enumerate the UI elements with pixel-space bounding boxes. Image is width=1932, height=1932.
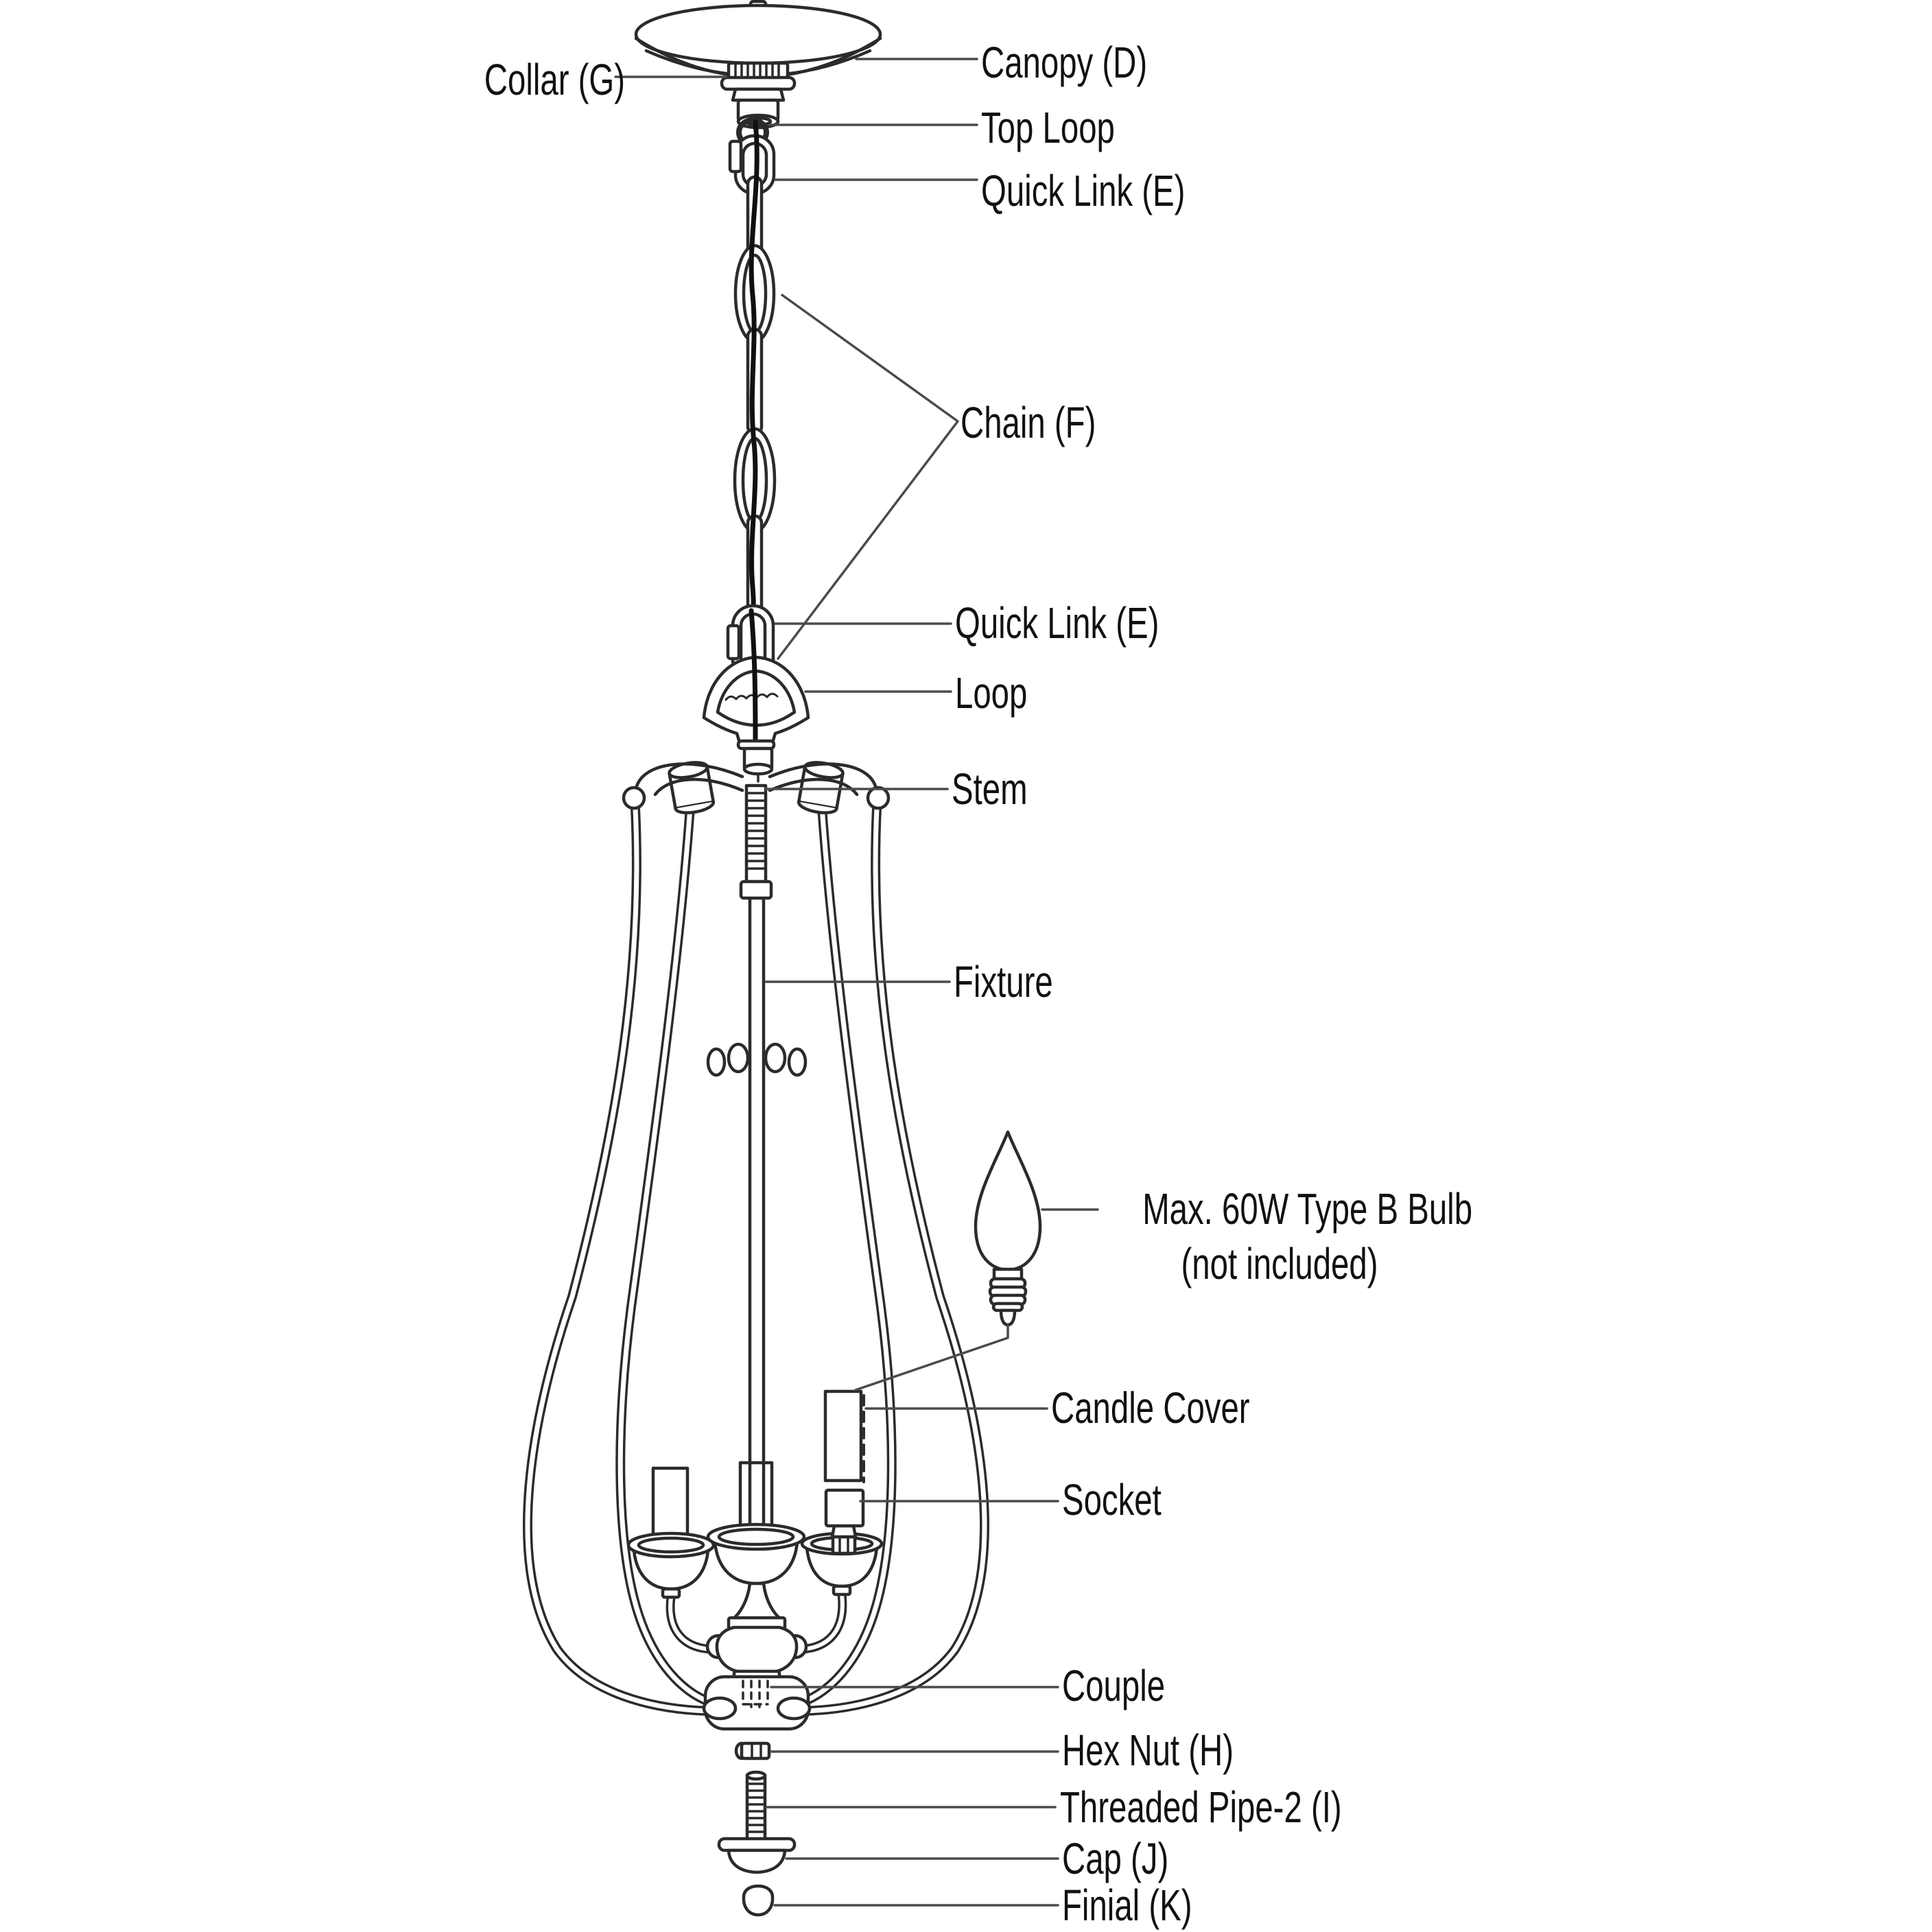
hex-nut-drawing [734, 1741, 771, 1760]
candle-cover-part [823, 1389, 863, 1483]
left-candle-assembly [626, 1466, 720, 1654]
fixture-cage-arms [522, 802, 990, 1716]
label-quick-link-lower: Quick Link (E) [955, 598, 1159, 648]
label-bulb-line1: Max. 60W Type B Bulb [1142, 1184, 1473, 1234]
collar-drawing [720, 61, 797, 130]
label-top-loop: Top Loop [981, 103, 1115, 152]
label-socket: Socket [1062, 1475, 1162, 1524]
label-cap: Cap (J) [1062, 1834, 1169, 1883]
socket-part [824, 1488, 865, 1528]
center-candle-and-pipe [706, 896, 806, 1631]
leader-chain-fork [777, 294, 959, 660]
electrical-wire [749, 119, 759, 672]
label-stem: Stem [952, 764, 1028, 814]
label-collar: Collar (G) [484, 55, 626, 104]
label-hex-nut: Hex Nut (H) [1062, 1725, 1234, 1775]
label-threaded-pipe: Threaded Pipe-2 (I) [1060, 1782, 1342, 1832]
leader-lines [614, 58, 1099, 1907]
loop-drawing [702, 608, 810, 776]
chain-drawing [733, 175, 777, 621]
label-finial: Finial (K) [1062, 1881, 1192, 1930]
label-chain: Chain (F) [961, 398, 1096, 447]
right-candle-assembly [792, 1389, 884, 1654]
fixture-crown [622, 761, 891, 1077]
label-canopy: Canopy (D) [981, 38, 1148, 87]
threaded-pipe-drawing [745, 1770, 767, 1848]
bulb-drawing [974, 1130, 1042, 1327]
label-loop: Loop [955, 668, 1028, 718]
leader-bulb-to-cover [854, 1323, 1009, 1391]
couple-drawing [702, 1625, 812, 1731]
label-fixture: Fixture [954, 957, 1053, 1006]
label-quick-link-upper: Quick Link (E) [981, 166, 1186, 215]
finial-drawing [742, 1884, 775, 1917]
label-couple: Couple [1062, 1661, 1166, 1710]
cap-drawing [717, 1837, 797, 1874]
label-bulb-line2: (not included) [1181, 1239, 1378, 1288]
label-candle-cover: Candle Cover [1051, 1383, 1250, 1433]
